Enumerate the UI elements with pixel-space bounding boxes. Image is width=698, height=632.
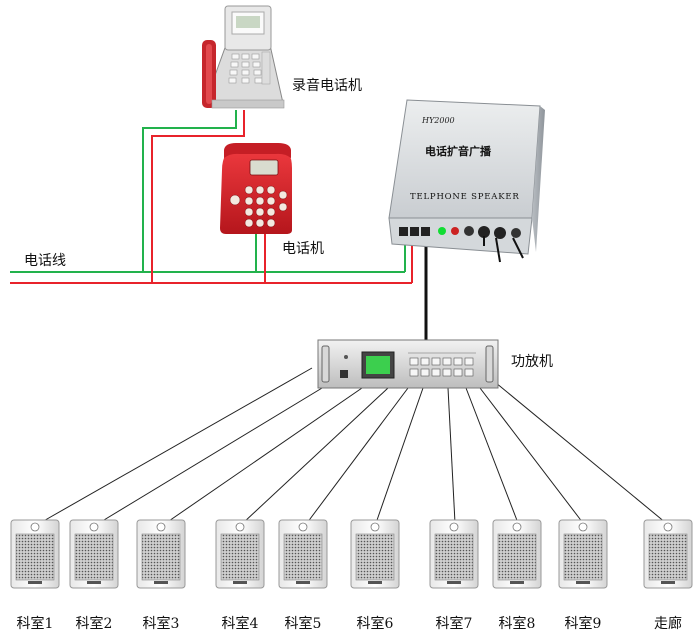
wiring — [10, 110, 667, 524]
speaker-label-1: 科室1 — [17, 615, 54, 632]
amplifier-label: 功放机 — [511, 354, 553, 370]
speaker-label-8: 科室8 — [499, 615, 536, 632]
speaker-cable-2 — [98, 381, 333, 524]
speaker-2 — [69, 519, 119, 589]
red-telephone — [220, 143, 292, 234]
speaker-9 — [558, 519, 608, 589]
recording-phone — [202, 5, 285, 109]
speaker-6 — [350, 519, 400, 589]
speaker-label-10: 走廊 — [654, 615, 682, 632]
speaker-label-4: 科室4 — [222, 615, 259, 632]
speaker-label-6: 科室6 — [357, 615, 394, 632]
speaker-4 — [215, 519, 265, 589]
device-subtitle: TELPHONE SPEAKER — [410, 192, 520, 202]
speaker-cable-9 — [479, 387, 584, 524]
device-model: HY2000 — [421, 116, 455, 125]
speaker-3 — [136, 519, 186, 589]
speaker-label-9: 科室9 — [565, 615, 602, 632]
phone-label: 电话机 — [282, 241, 324, 257]
speaker-cable-6 — [375, 387, 424, 524]
speaker-5 — [278, 519, 328, 589]
speaker-10 — [643, 519, 693, 589]
speaker-1 — [10, 519, 60, 589]
telephone-speaker-device — [388, 99, 545, 263]
speaker-cables — [39, 367, 667, 524]
recording-phone-green-wire — [142, 110, 237, 272]
speaker-cable-4 — [242, 387, 389, 524]
speaker-7 — [429, 519, 479, 589]
speaker-cable-5 — [306, 387, 409, 524]
speaker-cable-10 — [489, 377, 667, 524]
speaker-label-5: 科室5 — [285, 615, 322, 632]
speaker-label-3: 科室3 — [143, 615, 180, 632]
speaker-cable-8 — [465, 387, 519, 524]
recording-phone-label: 录音电话机 — [292, 77, 362, 94]
speaker-8 — [492, 519, 542, 589]
recording-phone-red-wire — [151, 110, 245, 283]
speaker-cable-3 — [165, 387, 363, 524]
phone-line-label: 电话线 — [24, 253, 66, 269]
speaker-cable-1 — [39, 367, 313, 524]
amplifier — [317, 339, 499, 389]
speaker-label-2: 科室2 — [76, 615, 113, 632]
speaker-row: 科室1 科室2 科室3 科室4 科室5 科室6 科室7 科室8 科室9 走廊 — [10, 519, 693, 632]
device-name: 电话扩音广播 — [425, 144, 492, 158]
speaker-cable-7 — [447, 387, 456, 524]
speaker-label-7: 科室7 — [436, 615, 473, 632]
